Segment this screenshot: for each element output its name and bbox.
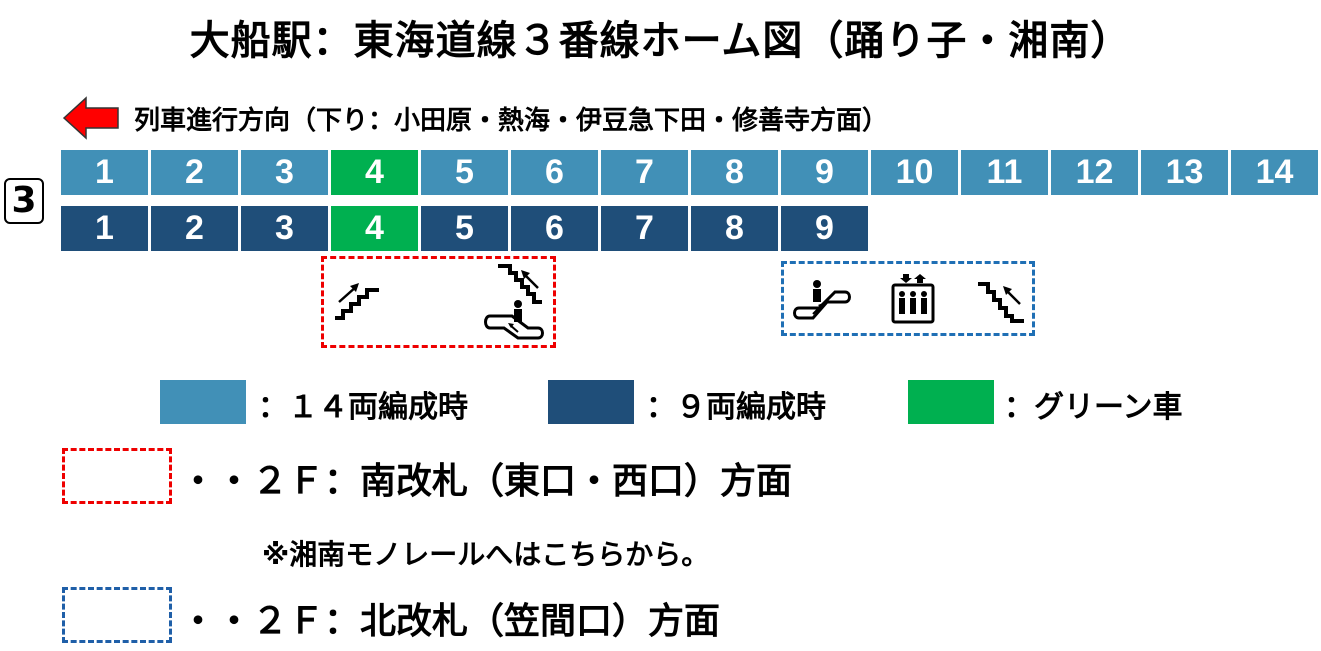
train-9-car-9: 9 xyxy=(781,206,868,251)
train-9-car-5: 5 xyxy=(421,206,508,251)
stairs-up-icon xyxy=(335,283,379,320)
train-14-car-8: 8 xyxy=(691,150,778,195)
legend-label-14-cars: ：１４両編成時 xyxy=(258,390,468,425)
train-14-car-14: 14 xyxy=(1231,150,1318,195)
north-exit-facility-box xyxy=(781,261,1035,336)
train-14-car-2: 2 xyxy=(151,150,238,195)
train-14-car-13: 13 xyxy=(1141,150,1228,195)
legend-swatch-9-cars xyxy=(548,380,634,424)
direction-indicator: 列車進行方向（下り：小田原・熱海・伊豆急下田・修善寺方面） xyxy=(62,96,888,140)
direction-label: 列車進行方向（下り：小田原・熱海・伊豆急下田・修善寺方面） xyxy=(134,105,889,136)
north-exit-label: ・・２Ｆ：北改札（笠間口）方面 xyxy=(180,601,721,642)
page-title: 大船駅：東海道線３番線ホーム図（踊り子・湘南） xyxy=(189,18,1132,64)
train-14-car-12: 12 xyxy=(1051,150,1138,195)
legend-label-9-cars: ：９両編成時 xyxy=(646,390,826,425)
south-exit-facility-box xyxy=(321,256,556,348)
train-14-car-7: 7 xyxy=(601,150,688,195)
train-14-car-11: 11 xyxy=(961,150,1048,195)
left-arrow-icon xyxy=(62,96,119,140)
escalator-up-icon xyxy=(484,300,544,340)
train-14-car-3: 3 xyxy=(241,150,328,195)
train-9-car-7: 7 xyxy=(601,206,688,251)
stairs-up-icon xyxy=(978,282,1024,323)
escalator-up-icon xyxy=(793,280,851,320)
south-exit-legend-box xyxy=(62,448,172,504)
legend-swatch-14-cars xyxy=(160,380,246,424)
train-9-car-6: 6 xyxy=(511,206,598,251)
train-14-car-1: 1 xyxy=(61,150,148,195)
train-14-car-9: 9 xyxy=(781,150,868,195)
train-9-car-1: 1 xyxy=(61,206,148,251)
train-9-car-3: 3 xyxy=(241,206,328,251)
train-14-car-6: 6 xyxy=(511,150,598,195)
south-exit-label: ・・２Ｆ：南改札（東口・西口）方面 xyxy=(180,461,793,502)
track-number-badge: 3 xyxy=(4,178,44,224)
stairs-up-icon xyxy=(498,264,542,304)
legend-label-green-car: ：グリーン車 xyxy=(1004,390,1183,425)
train-14-car-5: 5 xyxy=(421,150,508,195)
train-14-car-4-green: 4 xyxy=(331,150,418,195)
train-14-car-10: 10 xyxy=(871,150,958,195)
south-exit-note: ※湘南モノレールへはこちらから。 xyxy=(262,538,710,571)
elevator-icon xyxy=(891,274,935,324)
north-exit-legend-box xyxy=(62,587,172,643)
train-9-car-2: 2 xyxy=(151,206,238,251)
legend-swatch-green-car xyxy=(908,380,994,424)
train-9-car-8: 8 xyxy=(691,206,778,251)
train-9-car-4-green: 4 xyxy=(331,206,418,251)
